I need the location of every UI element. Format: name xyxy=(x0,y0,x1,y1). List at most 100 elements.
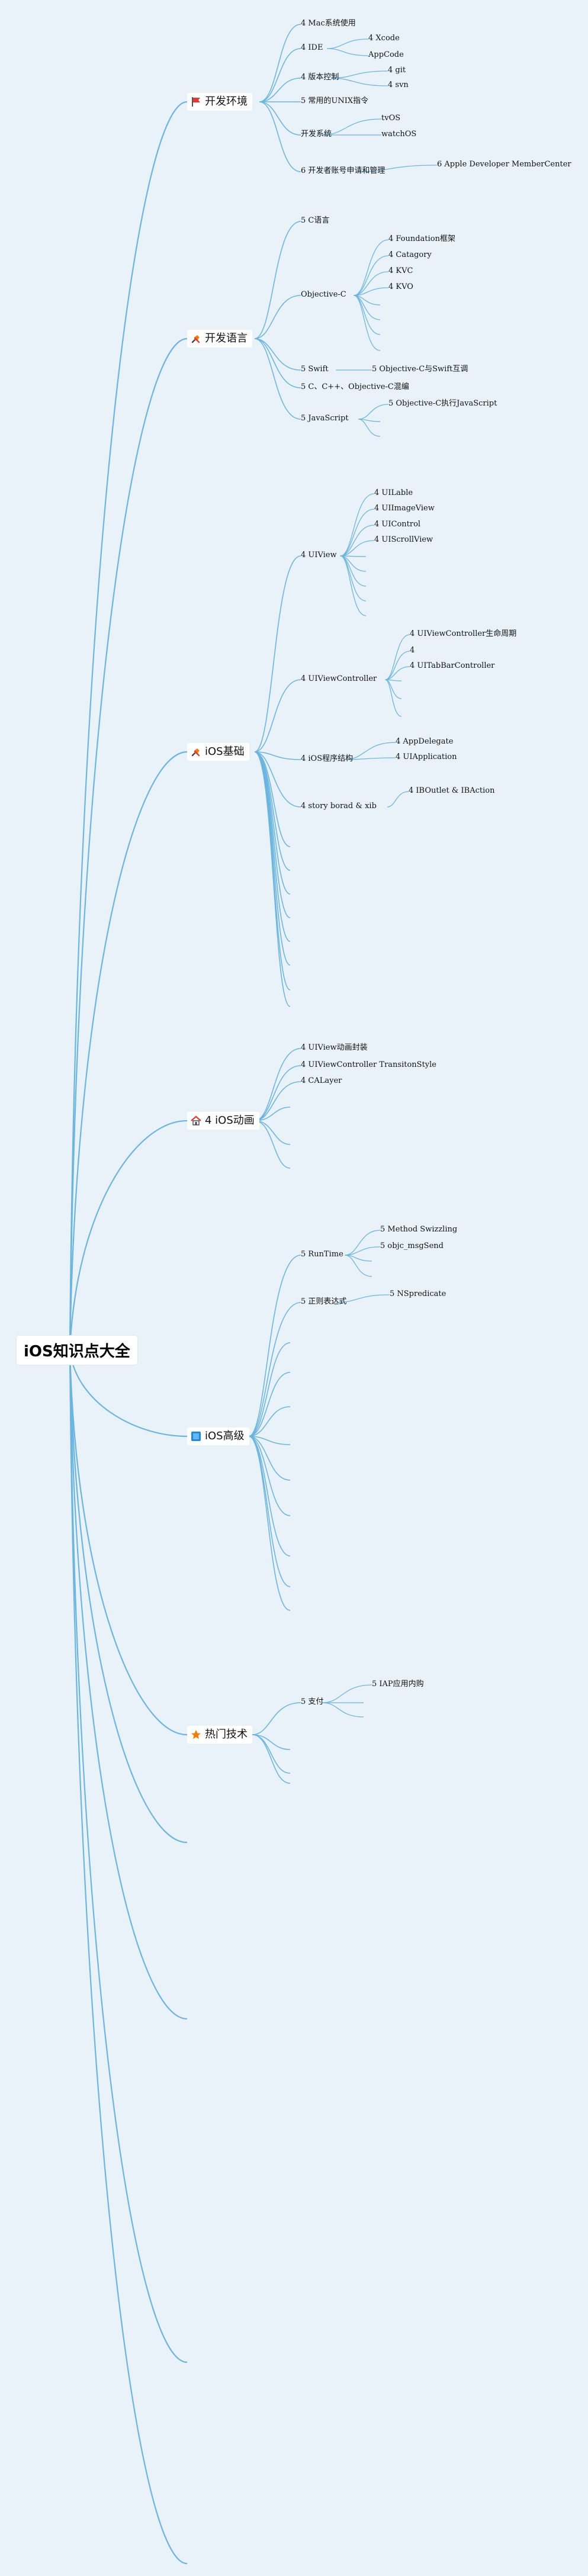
edge xyxy=(252,1734,291,1774)
edge xyxy=(69,1350,188,1437)
subtopic-node[interactable]: 4 git xyxy=(388,66,406,75)
subtopic-node[interactable]: 5 Method Swizzling xyxy=(380,1225,458,1234)
edge xyxy=(254,1081,301,1121)
edge xyxy=(345,1246,381,1256)
topic-node[interactable]: 4 iOS程序结构 xyxy=(301,754,354,763)
subtopic-node[interactable]: AppCode xyxy=(368,50,404,59)
topic-node[interactable]: 5 JavaScript xyxy=(301,414,349,423)
edge xyxy=(248,1372,291,1437)
branch-node-2[interactable]: iOS基础 xyxy=(187,743,249,761)
edge xyxy=(340,493,375,557)
branch-node-4[interactable]: iOS高级 xyxy=(187,1427,249,1445)
subtopic-node[interactable]: tvOS xyxy=(381,114,401,123)
subtopic-node[interactable]: 5 objc_msgSend xyxy=(380,1242,444,1250)
topic-node[interactable]: 4 CALayer xyxy=(301,1076,342,1085)
topic-node[interactable]: 5 支付 xyxy=(301,1697,324,1706)
subtopic-node[interactable]: 4 IBOutlet & IBAction xyxy=(409,786,495,795)
branch-label: 4 iOS动画 xyxy=(205,1114,255,1127)
branch-node-0[interactable]: 开发环境 xyxy=(187,93,252,111)
edge xyxy=(259,48,301,102)
star-icon xyxy=(191,1730,201,1739)
topic-node[interactable]: 4 UIViewController TransitonStyle xyxy=(301,1060,436,1069)
subtopic-node[interactable]: 4 Foundation框架 xyxy=(388,234,455,243)
edge xyxy=(358,419,381,437)
subtopic-node[interactable]: 4 UILable xyxy=(374,488,413,497)
subtopic-node[interactable]: 6 Apple Developer MemberCenter xyxy=(437,160,571,169)
subtopic-node[interactable]: 5 NSpredicate xyxy=(390,1289,446,1298)
topic-node[interactable]: 4 版本控制 xyxy=(301,73,339,82)
branch-label: iOS基础 xyxy=(205,745,245,758)
edge xyxy=(358,165,438,172)
subtopic-node[interactable]: 4 AppDelegate xyxy=(396,737,454,746)
subtopic-node[interactable]: 4 svn xyxy=(388,81,409,89)
branch-node-3[interactable]: 4 iOS动画 xyxy=(187,1112,259,1130)
edge xyxy=(345,742,396,760)
branch-label: 热门技术 xyxy=(205,1728,248,1741)
edge xyxy=(254,751,301,760)
topic-node[interactable]: 4 UIView xyxy=(301,551,337,559)
topic-node[interactable]: 4 story borad & xib xyxy=(301,802,377,811)
topic-node[interactable]: Objective-C xyxy=(301,290,346,299)
edge xyxy=(259,24,301,102)
edge xyxy=(69,1120,188,1351)
branch-node-5[interactable]: 热门技术 xyxy=(187,1726,252,1744)
edge xyxy=(354,295,381,351)
subtopic-node[interactable]: 4 KVO xyxy=(388,282,413,291)
topic-node[interactable]: 4 UIViewController xyxy=(301,674,377,683)
branch-label: 开发语言 xyxy=(205,332,248,345)
subtopic-node[interactable]: 4 KVC xyxy=(388,266,413,275)
subtopic-node[interactable]: 4 UIApplication xyxy=(396,752,457,761)
edge xyxy=(254,1048,301,1121)
edge xyxy=(69,101,188,1351)
edge xyxy=(69,1350,188,1736)
tools-icon xyxy=(191,335,200,343)
branch-node-1[interactable]: 开发语言 xyxy=(187,330,252,348)
subtopic-node[interactable]: 4 UITabBarController xyxy=(410,661,495,670)
topic-node[interactable]: 5 正则表达式 xyxy=(301,1297,347,1306)
edge xyxy=(259,78,301,102)
edge xyxy=(322,1684,372,1703)
tools-icon xyxy=(191,748,200,757)
subtopic-node[interactable]: 5 Objective-C与Swift互调 xyxy=(372,365,468,374)
edge xyxy=(345,1255,372,1277)
edge xyxy=(69,1350,188,2565)
topic-node[interactable]: 5 Swift xyxy=(301,365,329,374)
subtopic-node[interactable]: 4 xyxy=(410,646,415,655)
topic-node[interactable]: 5 RunTime xyxy=(301,1250,343,1259)
subtopic-node[interactable]: 5 Objective-C执行JavaScript xyxy=(388,399,497,408)
subtopic-node[interactable]: 4 UIViewController生命周期 xyxy=(410,629,517,638)
subtopic-node[interactable]: 4 UIControl xyxy=(374,520,421,529)
edge xyxy=(340,555,367,616)
edge xyxy=(252,1702,301,1735)
topic-node[interactable]: 6 开发者账号申请和管理 xyxy=(301,166,385,175)
edge xyxy=(248,1302,301,1437)
edge xyxy=(259,101,301,136)
flag-icon xyxy=(192,97,200,107)
edge xyxy=(248,1406,291,1437)
edge xyxy=(254,751,301,808)
topic-node[interactable]: 5 常用的UNIX指令 xyxy=(301,97,369,105)
edge xyxy=(254,679,301,752)
edge xyxy=(248,1436,291,1516)
edge xyxy=(354,287,389,296)
subtopic-node[interactable]: watchOS xyxy=(381,130,417,139)
topic-node[interactable]: 5 C、C++、Objective-C混编 xyxy=(301,382,409,391)
subtopic-node[interactable]: 4 Xcode xyxy=(368,34,400,43)
edge xyxy=(248,1436,291,1481)
branch-label: iOS高级 xyxy=(205,1430,245,1442)
topic-node[interactable]: 4 UIView动画封装 xyxy=(301,1043,368,1052)
root-node[interactable]: iOS知识点大全 xyxy=(17,1336,137,1365)
edge xyxy=(254,338,301,388)
edge xyxy=(322,1702,364,1718)
topic-node[interactable]: 开发系统 xyxy=(301,130,332,139)
edge xyxy=(254,1120,291,1145)
topic-node[interactable]: 4 Mac系统使用 xyxy=(301,19,356,28)
topic-node[interactable]: 4 IDE xyxy=(301,43,323,52)
subtopic-node[interactable]: 4 UIImageView xyxy=(374,504,435,513)
topic-node[interactable]: 5 C语言 xyxy=(301,216,330,225)
edge xyxy=(254,1065,301,1121)
subtopic-node[interactable]: 4 UIScrollView xyxy=(374,535,433,544)
subtopic-node[interactable]: 4 Catagory xyxy=(388,250,432,259)
subtopic-node[interactable]: 5 IAP应用内购 xyxy=(372,1680,424,1689)
